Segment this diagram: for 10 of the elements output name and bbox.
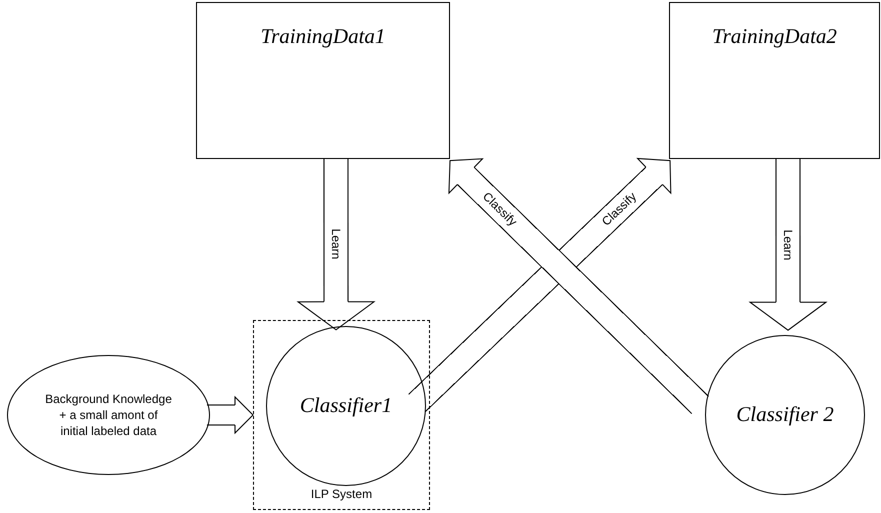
system-boundary	[253, 320, 430, 510]
node-label: Background Knowledge + a small amont of initial labeled data	[44, 391, 173, 439]
node-label: Classifier1	[300, 392, 392, 420]
data-box	[196, 2, 450, 159]
node-label: Classifier 2	[736, 401, 834, 428]
node-label: TrainingData2	[712, 23, 837, 50]
data-box	[669, 2, 880, 159]
node-label: TrainingData1	[260, 23, 386, 50]
input-ellipse	[7, 355, 210, 475]
node-label: ILP System	[310, 486, 372, 503]
